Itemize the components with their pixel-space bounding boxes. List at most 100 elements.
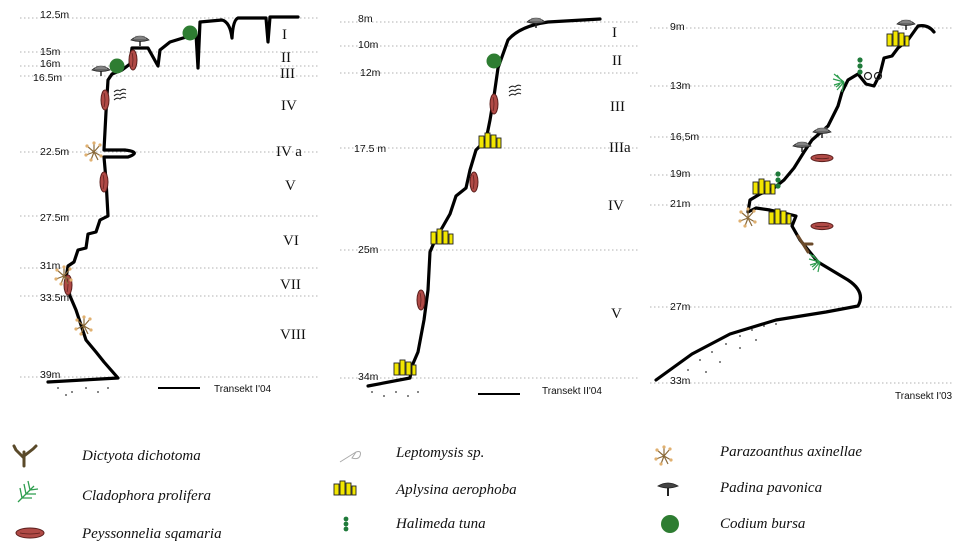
peyssonnelia-icon	[810, 221, 834, 231]
legend-item: Halimeda tuna	[343, 516, 486, 532]
legend-item: Aplysina aerophoba	[333, 480, 517, 498]
padina-icon	[896, 19, 916, 31]
transect-label: Transekt I'03	[895, 391, 953, 402]
legend-item: Peyssonnelia sqamaria	[15, 526, 222, 542]
dictyota-icon	[12, 444, 38, 468]
peyssonnelia-icon	[99, 171, 109, 193]
legend-label: Peyssonnelia sqamaria	[81, 526, 222, 542]
sediment-dots	[57, 387, 109, 396]
panel-transect-I-04: 12.5m 15m 16m 16.5m 22.5m 27.5m 31m 33.5…	[20, 9, 318, 396]
depth-label: 25m	[358, 244, 379, 256]
seabed-profile	[366, 17, 602, 388]
depth-label: 12m	[360, 67, 381, 79]
cladophora-icon	[808, 253, 821, 273]
depth-label: 33.5m	[40, 292, 69, 304]
zone-label: VII	[280, 277, 301, 293]
legend-label: Padina pavonica	[719, 480, 822, 496]
legend-label: Cladophora prolifera	[82, 488, 211, 504]
dictyota-icon	[796, 234, 814, 254]
leptomysis-icon	[113, 88, 127, 101]
aplysina-icon	[886, 30, 910, 47]
zone-label: I	[612, 25, 617, 41]
zone-label: IV	[608, 198, 624, 214]
legend-label: Leptomysis sp.	[395, 445, 484, 461]
legend-label: Aplysina aerophoba	[395, 482, 517, 498]
zone-label: III	[610, 99, 625, 115]
depth-label: 13m	[670, 80, 691, 92]
legend-label: Halimeda tuna	[395, 516, 486, 532]
leptomysis-icon	[508, 84, 522, 97]
zone-label: II	[612, 53, 622, 69]
depth-label: 16,5m	[670, 131, 699, 143]
legend-item: Cladophora prolifera	[17, 480, 211, 504]
parazoanthus-icon	[653, 444, 674, 467]
codium-icon	[182, 25, 198, 41]
zone-label: I	[282, 27, 287, 43]
depth-label: 22.5m	[40, 146, 69, 158]
peyssonnelia-icon	[810, 153, 834, 163]
sediment-dots	[371, 391, 419, 397]
depth-label: 8m	[358, 13, 373, 25]
legend-label: Dictyota dichotoma	[81, 448, 201, 464]
aplysina-icon	[752, 178, 776, 195]
padina-icon	[657, 482, 679, 496]
depth-label: 15m	[40, 46, 61, 58]
sediment-dots	[687, 323, 777, 373]
depth-label: 10m	[358, 39, 379, 51]
halimeda-icon	[775, 171, 781, 189]
transect-label: Transekt II'04	[542, 386, 602, 397]
padina-icon	[130, 35, 150, 47]
legend-item: Leptomysis sp.	[339, 445, 484, 463]
peyssonnelia-icon	[15, 527, 45, 539]
depth-label: 34m	[358, 371, 379, 383]
panel-transect-II-04: 8m 10m 12m 17.5 m 25m 34m I II III IIIa …	[340, 13, 640, 397]
zone-label: IIIa	[609, 140, 631, 156]
depth-gridlines	[340, 21, 640, 379]
legend-label: Codium bursa	[720, 516, 805, 532]
cladophora-icon	[832, 73, 845, 93]
zone-label: II	[281, 50, 291, 66]
depth-label: 21m	[670, 198, 691, 210]
zone-label: V	[285, 178, 296, 194]
depth-label: 9m	[670, 21, 685, 33]
leptomysis-icon	[863, 71, 883, 81]
depth-label: 27.5m	[40, 212, 69, 224]
cladophora-icon	[17, 480, 39, 503]
peyssonnelia-icon	[489, 93, 499, 115]
depth-label: 16.5m	[33, 72, 62, 84]
seabed-profile	[654, 24, 936, 382]
padina-icon	[91, 65, 111, 77]
depth-label: 16m	[40, 58, 61, 70]
zone-label: IV a	[276, 144, 302, 160]
codium-icon	[486, 53, 502, 69]
halimeda-icon	[857, 57, 863, 75]
zone-label: V	[611, 306, 622, 322]
legend-label: Parazoanthus axinellae	[719, 444, 862, 460]
depth-label: 31m	[40, 260, 61, 272]
depth-label: 33m	[670, 375, 691, 387]
zone-label: III	[280, 66, 295, 82]
aplysina-icon	[478, 132, 502, 149]
depth-label: 12.5m	[40, 9, 69, 21]
padina-icon	[792, 141, 812, 153]
peyssonnelia-icon	[128, 49, 138, 71]
halimeda-icon	[343, 516, 349, 532]
parazoanthus-icon	[83, 140, 104, 163]
depth-gridlines	[20, 17, 318, 378]
zone-label: VIII	[280, 327, 306, 343]
peyssonnelia-icon	[100, 89, 110, 111]
depth-label: 27m	[670, 301, 691, 313]
parazoanthus-icon	[737, 206, 758, 229]
depth-gridlines	[650, 27, 952, 384]
aplysina-icon	[430, 228, 454, 245]
legend-item: Dictyota dichotoma	[12, 444, 201, 468]
aplysina-icon	[333, 480, 357, 496]
peyssonnelia-icon	[416, 289, 426, 311]
legend-item: Padina pavonica	[657, 480, 822, 496]
seabed-profile	[46, 15, 300, 384]
zone-label: VI	[283, 233, 299, 249]
depth-label: 19m	[670, 168, 691, 180]
legend-item: Codium bursa	[661, 515, 805, 533]
transect-label: Transekt I'04	[214, 384, 272, 395]
zone-label: IV	[281, 98, 297, 114]
